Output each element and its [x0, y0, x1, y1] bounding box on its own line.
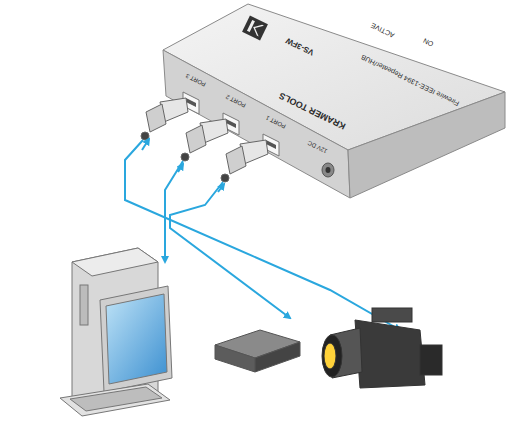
media-player — [215, 330, 300, 372]
device-label: KRAMER TOOLS — [277, 90, 346, 130]
device-label: ON — [422, 37, 435, 48]
device-label: PORT 2 — [225, 94, 247, 109]
firewire-plug — [141, 98, 268, 182]
device-label: Firewire IEEE-1394 Repeater/HUB — [360, 53, 460, 107]
hub-device: ACTIVE ON VS-3FW Firewire IEEE-1394 Repeate… — [160, 0, 510, 205]
video-camera — [322, 308, 442, 388]
hub-device — [163, 4, 505, 198]
device-label: 12V DC — [307, 140, 329, 155]
computer — [60, 248, 172, 416]
device-label: ACTIVE — [370, 21, 396, 38]
device-label: PORT 3 — [185, 73, 207, 88]
device-label: VS-3FW — [285, 36, 316, 56]
device-label: PORT 1 — [265, 115, 287, 130]
